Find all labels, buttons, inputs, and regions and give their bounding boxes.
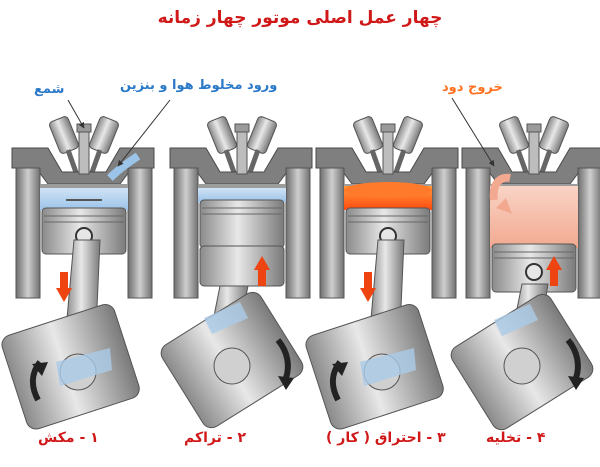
exhaust-label: خروج دود	[442, 80, 503, 95]
engine-power-stroke	[303, 115, 458, 431]
engine-compression-stroke	[157, 115, 312, 431]
stroke-caption-exhaust: ۴ - تخلیه	[486, 430, 545, 446]
spark-plug-label: شمع	[34, 82, 64, 97]
engine-intake-stroke	[0, 115, 154, 431]
diagram-title: چهار عمل اصلی موتور چهار زمانه	[0, 8, 600, 28]
stroke-caption-power: ۳ - احتراق ( کار )	[326, 430, 446, 446]
stroke-caption-intake: ۱ - مکش	[38, 430, 99, 446]
crankshaft	[0, 302, 142, 432]
stroke-caption-compression: ۲ - تراکم	[184, 430, 246, 446]
intake-label: ورود مخلوط هوا و بنزین	[120, 78, 277, 93]
crankshaft	[157, 289, 306, 432]
crankshaft	[303, 302, 446, 432]
engine-exhaust-stroke	[447, 115, 600, 433]
crankshaft	[447, 291, 596, 434]
